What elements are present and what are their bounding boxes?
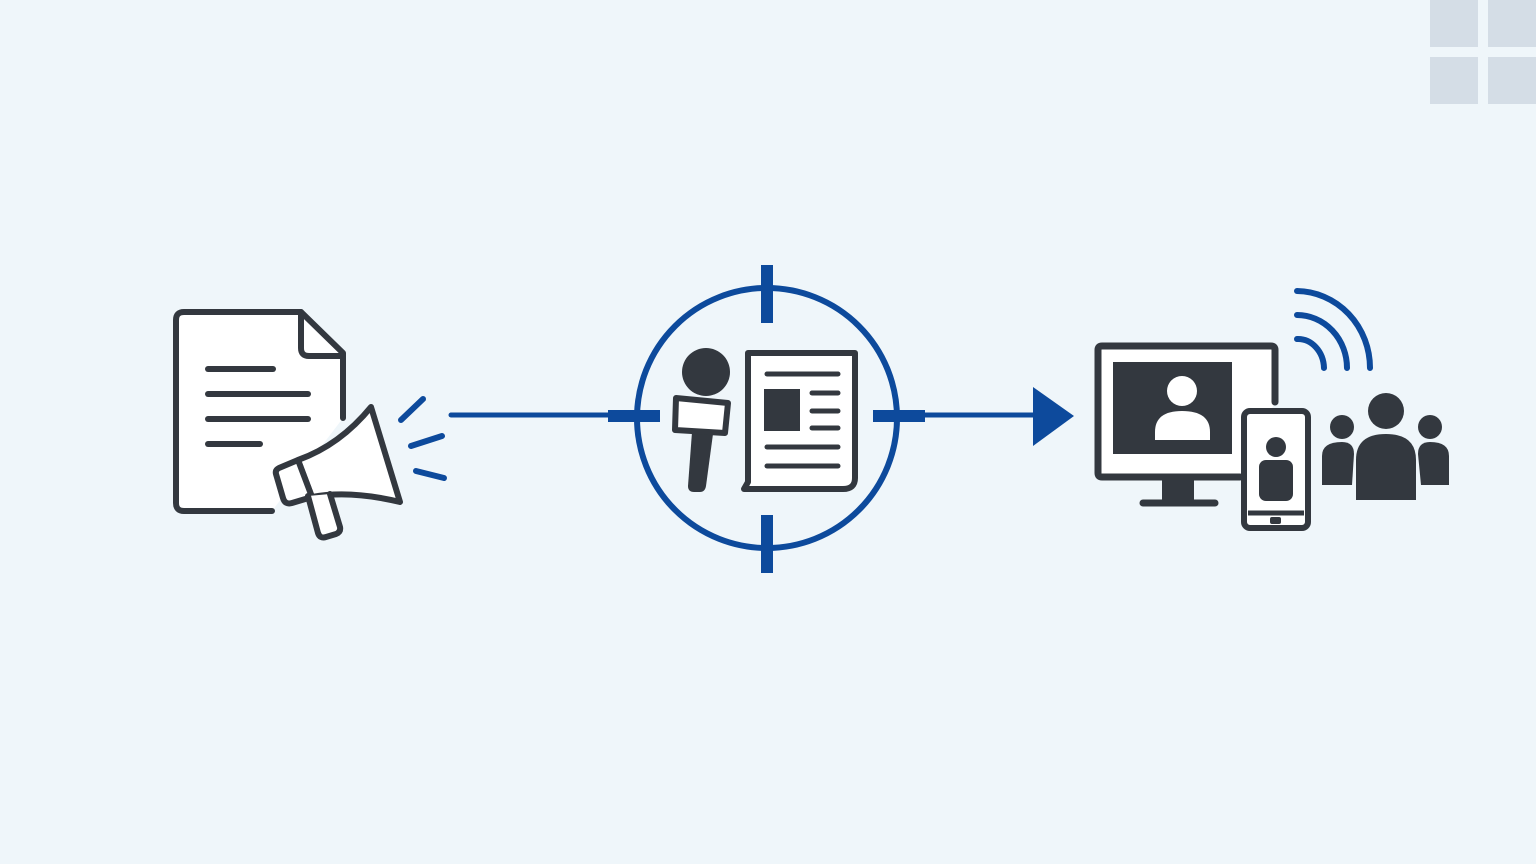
person-icon bbox=[1368, 393, 1404, 429]
microphone-handle bbox=[688, 432, 713, 492]
person-icon bbox=[1356, 434, 1416, 500]
person-icon bbox=[1322, 442, 1354, 485]
crosshair-icon bbox=[608, 265, 925, 573]
reporter-head bbox=[682, 348, 730, 396]
corner-tile bbox=[1430, 0, 1478, 47]
newspaper-icon bbox=[741, 350, 858, 492]
sound-waves-icon bbox=[398, 396, 447, 481]
phone-icon bbox=[1241, 408, 1311, 531]
reporter-icon bbox=[672, 348, 731, 492]
corner-tile bbox=[1488, 57, 1536, 104]
corner-tiles bbox=[1430, 0, 1536, 104]
person-icon bbox=[1418, 415, 1442, 439]
megaphone-icon bbox=[272, 404, 403, 541]
press-release-node bbox=[173, 309, 447, 541]
broadcast-icon bbox=[1294, 288, 1373, 371]
microphone-icon bbox=[672, 395, 731, 436]
person-icon bbox=[1418, 442, 1449, 485]
corner-tile bbox=[1430, 57, 1478, 104]
arrowhead-icon bbox=[1033, 387, 1074, 446]
person-icon bbox=[1330, 415, 1354, 439]
connectors bbox=[448, 387, 1074, 446]
audience-icon bbox=[1322, 393, 1449, 500]
audience-reach-node bbox=[1094, 288, 1449, 531]
corner-tile bbox=[1488, 0, 1536, 47]
monitor-icon bbox=[1094, 342, 1279, 507]
media-targeting-node bbox=[608, 265, 925, 573]
